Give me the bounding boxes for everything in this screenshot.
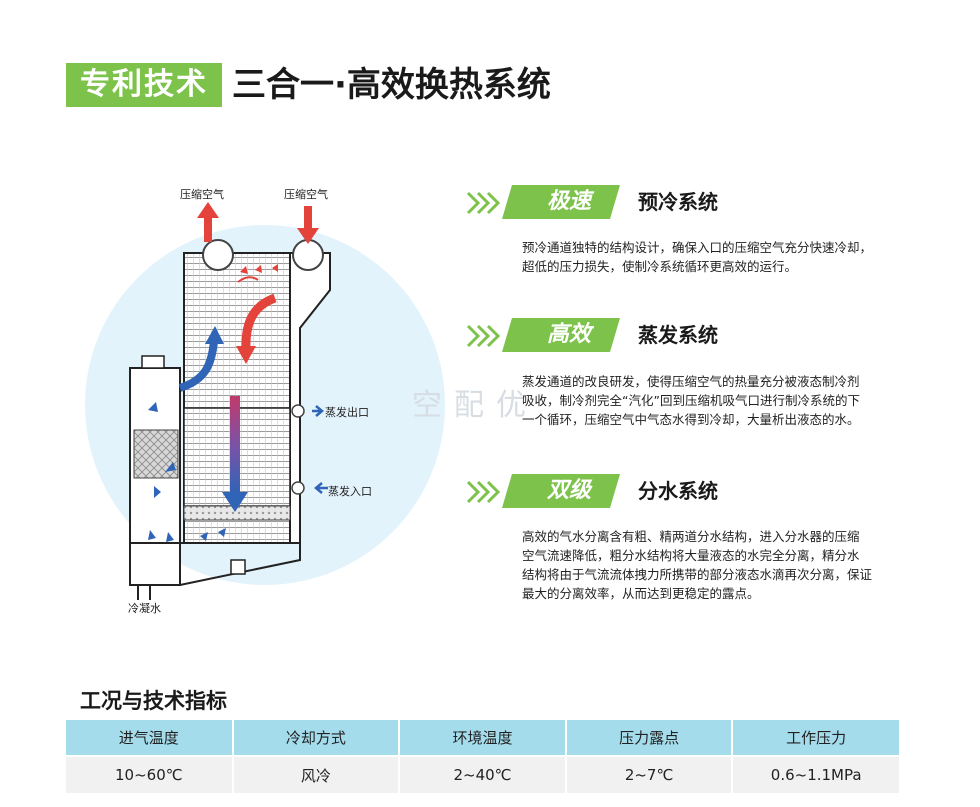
- label-condensate: 冷凝水: [128, 602, 161, 615]
- table-cell: 2~40℃: [398, 755, 566, 793]
- inlet-port-right: [292, 239, 324, 271]
- table-title: 工况与技术指标: [80, 689, 227, 713]
- table-header-cell: 进气温度: [66, 720, 233, 756]
- section-badge: 极速: [546, 189, 591, 214]
- section-badge: 高效: [546, 322, 591, 347]
- body-line: 预冷通道独特的结构设计，确保入口的压缩空气充分快速冷却，: [522, 240, 873, 255]
- chevron-icon: [466, 324, 501, 348]
- table-header-row: 进气温度 冷却方式 环境温度 压力露点 工作压力: [66, 720, 899, 756]
- label-evap-out: 蒸发出口: [325, 406, 369, 419]
- body-line: 一个循环，压缩空气中气态水得到冷却，大量析出液态的水。: [522, 412, 860, 427]
- separator-cap: [141, 355, 165, 369]
- separator-blue-arrow: [178, 339, 218, 392]
- section-evaporation-body: 蒸发通道的改良研发，使得压缩空气的热量充分被液态制冷剂 吸收，制冷剂完全“汽化”…: [522, 372, 917, 429]
- separator-flow-arrows: [148, 402, 226, 542]
- table-header-cell: 工作压力: [731, 720, 899, 756]
- body-line: 超低的压力损失，使制冷系统循环更高效的运行。: [522, 259, 798, 274]
- table-header-cell: 环境温度: [398, 720, 566, 756]
- table-header-cell: 冷却方式: [231, 720, 400, 756]
- table-cell: 2~7℃: [564, 755, 733, 793]
- label-air-left: 压缩空气: [180, 188, 224, 201]
- spec-table: 进气温度 冷却方式 环境温度 压力露点 工作压力 10~60℃ 风冷 2~40℃…: [66, 720, 899, 793]
- body-line: 高效的气水分离含有粗、精两道分水结构，进入分水器的压缩: [522, 529, 860, 544]
- heat-exchanger-diagram: 压缩空气 压缩空气 蒸发出口 蒸发入口 冷凝水: [50, 180, 470, 630]
- body-line: 蒸发通道的改良研发，使得压缩空气的热量充分被液态制冷剂: [522, 374, 860, 389]
- section-badge: 双级: [546, 478, 591, 503]
- air-in-arrow: [297, 206, 319, 244]
- body-line: 空气流速降低，粗分水结构将大量液态的水完全分离，精分水: [522, 548, 860, 563]
- inlet-port-left: [202, 239, 234, 271]
- chevron-icon: [466, 480, 501, 504]
- section-badge-shape: [502, 474, 620, 508]
- table-header-cell: 压力露点: [564, 720, 733, 756]
- section-evaporation-header: 高效 蒸发系统: [466, 318, 796, 352]
- header-badge: 专利技术: [66, 63, 222, 107]
- section-title: 蒸发系统: [638, 323, 718, 347]
- watermark: 空配优: [412, 388, 538, 423]
- section-badge-shape: [502, 318, 620, 352]
- chevron-icon: [466, 191, 501, 215]
- section-separation-header: 双级 分水系统: [466, 474, 796, 508]
- evap-in-port: [291, 481, 305, 495]
- diagram-graphic: [85, 202, 445, 600]
- body-line: 最大的分离效率，从而达到更稳定的露点。: [522, 586, 760, 601]
- section-badge-shape: [502, 185, 620, 219]
- section-title: 分水系统: [638, 479, 718, 503]
- air-out-arrow: [197, 202, 219, 242]
- table-cell: 0.6~1.1MPa: [731, 755, 899, 793]
- evap-in-arrow: [314, 482, 328, 494]
- header-flow-arrows: [237, 264, 278, 283]
- label-evap-in: 蒸发入口: [328, 485, 372, 498]
- label-air-right: 压缩空气: [284, 188, 328, 201]
- body-line: 结构将由于气流流体拽力所携带的部分液态水滴再次分离，保证: [522, 567, 873, 582]
- table-cell: 风冷: [231, 755, 400, 793]
- section-title: 预冷系统: [638, 190, 718, 214]
- drain-stub: [230, 559, 246, 575]
- body-line: 吸收，制冷剂完全“汽化”回到压缩机吸气口进行制冷系统的下: [522, 393, 860, 408]
- central-flow-arrow: [230, 396, 240, 494]
- section-precool-header: 极速 预冷系统: [466, 185, 796, 219]
- section-precool-body: 预冷通道独特的结构设计，确保入口的压缩空气充分快速冷却， 超低的压力损失，使制冷…: [522, 238, 917, 276]
- evap-out-arrow: [312, 405, 324, 417]
- section-separation-body: 高效的气水分离含有粗、精两道分水结构，进入分水器的压缩 空气流速降低，粗分水结构…: [522, 527, 917, 603]
- table-row: 10~60℃ 风冷 2~40℃ 2~7℃ 0.6~1.1MPa: [66, 755, 899, 793]
- page-title: 三合一·高效换热系统: [232, 65, 551, 105]
- table-cell: 10~60℃: [66, 755, 233, 793]
- precool-red-arrow: [241, 293, 277, 351]
- evap-out-port: [291, 404, 305, 418]
